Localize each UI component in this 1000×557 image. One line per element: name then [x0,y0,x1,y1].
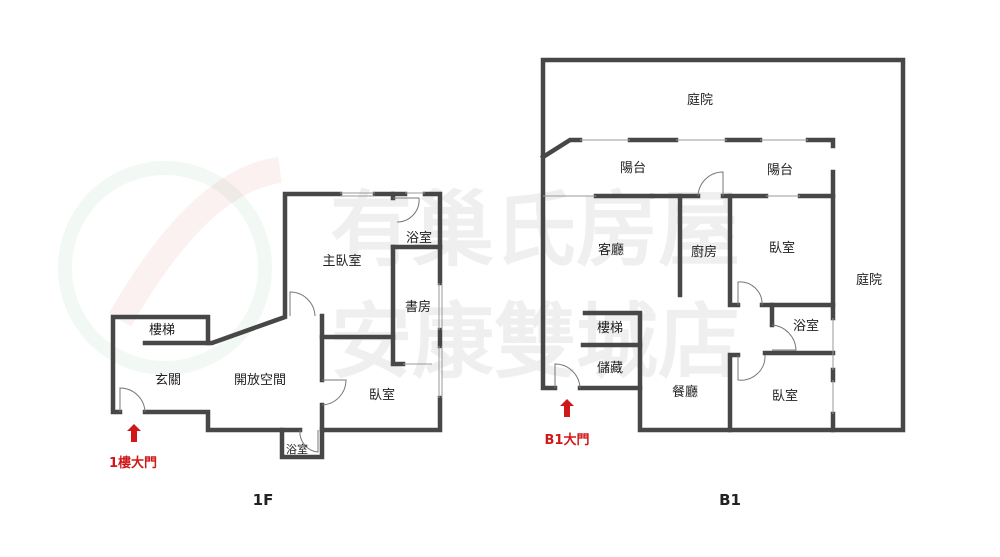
room-stairs-1f: 樓梯 [149,323,175,338]
entrance-b1-label: B1大門 [545,432,590,448]
watermark-line2: 安康雙城店 [330,295,740,390]
room-open-space: 開放空間 [234,373,286,388]
floor-1f-labels: 樓梯 玄關 開放空間 主臥室 浴室 書房 臥室 浴室 1樓大門 1F [109,230,432,509]
room-stairs-b1: 樓梯 [597,321,623,336]
room-master-bedroom: 主臥室 [322,253,361,269]
entrance-arrow-icon [127,424,141,442]
room-study: 書房 [405,299,431,315]
watermark-logo-icon [58,161,272,375]
room-storage: 儲藏 [597,361,623,376]
floor-b1-walls [539,57,906,433]
room-foyer: 玄關 [155,373,181,388]
floor-b1-labels: 庭院 陽台 陽台 客廳 廚房 臥室 庭院 浴室 樓梯 儲藏 餐廳 臥室 B1大門… [545,92,882,509]
room-living: 客廳 [598,242,624,258]
room-bath-small: 浴室 [286,442,308,456]
room-bath-master: 浴室 [406,230,432,246]
room-bath-b1: 浴室 [793,318,819,334]
watermark: 有巢氏房屋 安康雙城店 [58,157,740,390]
room-kitchen: 廚房 [691,244,717,260]
room-balcony-right: 陽台 [767,163,793,178]
floor-b1-title: B1 [719,491,741,509]
floor-1f-title: 1F [253,491,274,509]
room-dining: 餐廳 [672,384,698,400]
entrance-1f-label: 1樓大門 [109,455,157,471]
room-yard-right: 庭院 [856,272,882,288]
room-balcony-left: 陽台 [620,161,646,176]
room-bedroom-1f: 臥室 [369,387,395,403]
room-yard-top: 庭院 [687,92,713,108]
room-bedroom-top: 臥室 [769,240,795,256]
watermark-logo-swoosh-icon [108,157,283,327]
room-bedroom-bottom: 臥室 [772,388,798,404]
entrance-arrow-icon [560,399,574,417]
watermark-line1: 有巢氏房屋 [330,183,740,278]
floor-1f-walls [110,191,443,460]
